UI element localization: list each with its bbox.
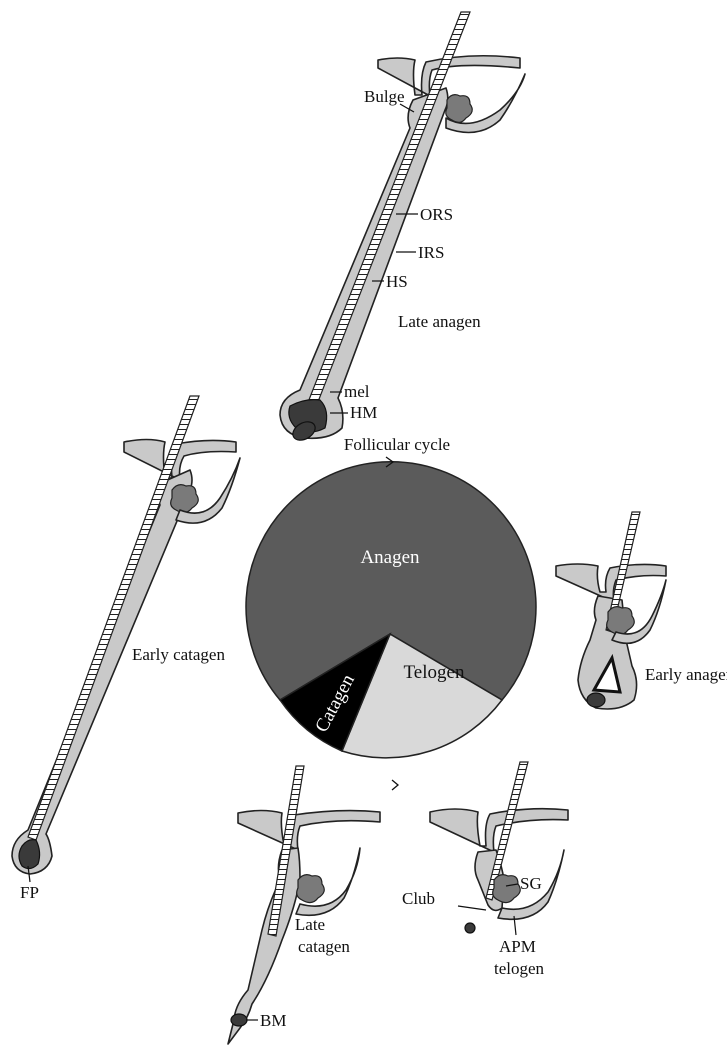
label-late-anagen: Late anagen [398, 312, 481, 331]
bm-dot [231, 1014, 247, 1026]
follicle-early-catagen [12, 396, 240, 882]
pie-title: Follicular cycle [344, 435, 450, 454]
sebaceous-gland [297, 875, 325, 903]
label-apm: APM [499, 937, 536, 956]
hair-shaft [28, 396, 199, 840]
pie-label-anagen: Anagen [360, 547, 420, 568]
label-hm: HM [350, 403, 377, 422]
label-telogen: telogen [494, 959, 545, 978]
label-hs: HS [386, 272, 408, 291]
follicular-cycle-pie: Anagen Telogen Catagen Follicular cycle [246, 435, 536, 790]
sebaceous-gland [607, 607, 635, 635]
label-sg: SG [520, 874, 542, 893]
label-club: Club [402, 889, 435, 908]
follicle-telogen [430, 762, 568, 935]
cycle-arrow-bottom [392, 780, 398, 790]
follicle-late-catagen [228, 766, 380, 1044]
follicle-late-anagen [280, 12, 525, 444]
label-ors: ORS [420, 205, 453, 224]
sebaceous-gland [446, 95, 472, 123]
label-mel: mel [344, 382, 370, 401]
sebaceous-gland [171, 485, 199, 513]
label-early-catagen: Early catagen [132, 645, 225, 664]
label-bulge: Bulge [364, 87, 405, 106]
label-late-catagen-2: catagen [298, 937, 350, 956]
label-irs: IRS [418, 243, 444, 262]
label-early-anagen: Early anagen [645, 665, 727, 684]
sebaceous-gland [493, 875, 521, 903]
label-late-catagen-1: Late [295, 915, 325, 934]
label-fp: FP [20, 883, 39, 902]
pie-label-telogen: Telogen [404, 662, 465, 683]
label-bm: BM [260, 1011, 286, 1030]
